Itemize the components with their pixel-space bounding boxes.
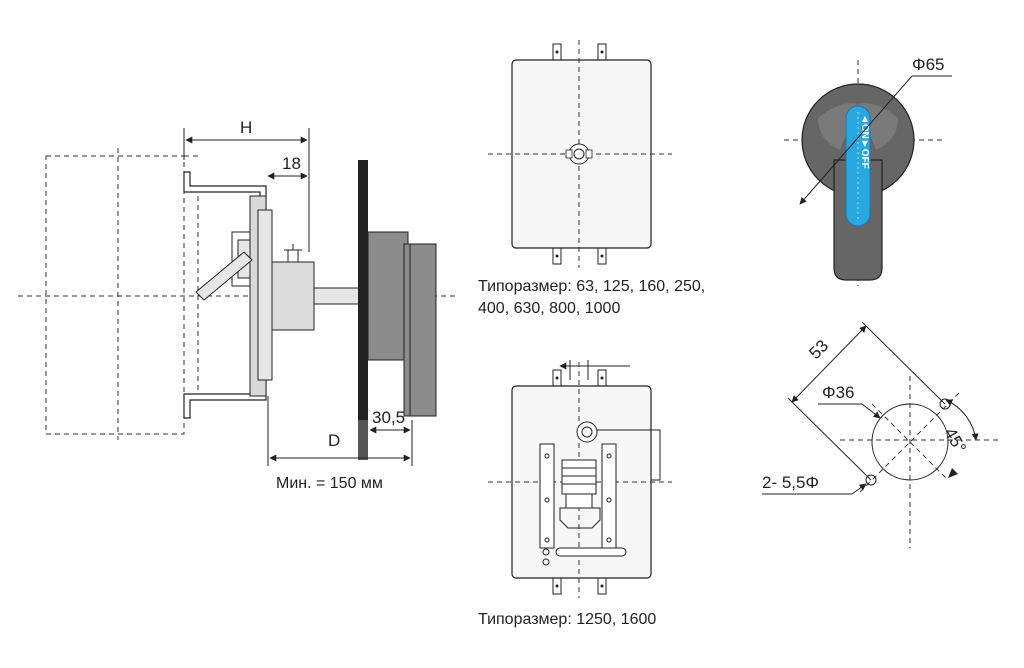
dim-30-5-label: 30,5 <box>372 408 405 427</box>
dim-h-label: H <box>240 118 252 137</box>
dim-d-label: D <box>328 431 340 450</box>
side-section-view <box>18 148 458 460</box>
sizes-small-caption-line2: 400, 630, 800, 1000 <box>478 300 620 317</box>
handle-on-off-label: ◄ON►OFF <box>859 114 870 169</box>
min-distance-caption: Мин. = 150 мм <box>276 475 383 492</box>
dim-phi65-label: Φ65 <box>912 55 944 74</box>
handle-front-view: ◄ON►OFF Φ65 <box>784 55 952 286</box>
front-view-large-sizes: Типоразмер: 1250, 1600 <box>478 360 672 628</box>
dim-18-label: 18 <box>282 154 301 173</box>
dim-holes-label: 2- 5,5Φ <box>762 473 819 492</box>
sizes-small-caption-line1: Типоразмер: 63, 125, 160, 250, <box>478 278 705 295</box>
dim-53-label: 53 <box>805 336 832 363</box>
front-view-small-sizes: Типоразмер: 63, 125, 160, 250, 400, 630,… <box>478 40 705 317</box>
side-view-dimensions: H 18 D 30,5 Мин. = 150 мм <box>183 118 413 492</box>
sizes-large-caption: Типоразмер: 1250, 1600 <box>478 611 656 628</box>
dim-45-label: 45° <box>941 425 970 457</box>
handle-stripe <box>845 105 871 227</box>
dim-phi36-label: Φ36 <box>822 383 854 402</box>
drilling-template: 53 Φ36 45° 2- 5,5Φ <box>762 321 1000 548</box>
